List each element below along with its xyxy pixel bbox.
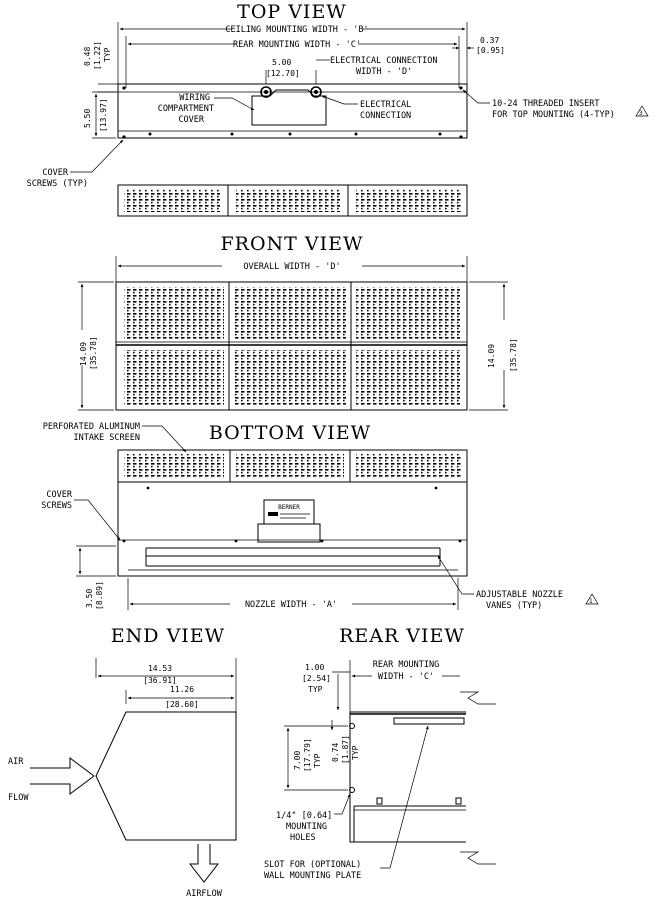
wiring-label-3: COVER — [178, 115, 204, 125]
slot-label-1: SLOT FOR (OPTIONAL) — [264, 860, 361, 870]
rear-dim-100: 1.00 — [305, 663, 324, 672]
rear-width-1: REAR MOUNTING — [373, 660, 440, 670]
perf-label-2: INTAKE SCREEN — [73, 433, 140, 443]
nozzle-bracket — [257, 523, 321, 543]
insert-label-1: 10-24 THREADED INSERT — [492, 99, 599, 109]
rear-dim-187: [1.87] — [341, 735, 350, 764]
front-view-title: FRONT VIEW — [220, 233, 363, 255]
overall-width-label: OVERALL WIDTH - 'D' — [243, 262, 340, 272]
top-view-title: TOP VIEW — [237, 1, 347, 23]
dim-550-mm: [13.97] — [99, 98, 108, 132]
rear-dim-700: 7.00 — [293, 751, 302, 770]
slot-label-2: WALL MOUNTING PLATE — [264, 871, 361, 881]
front-dim-right-mm: [35.78] — [509, 338, 518, 372]
dim-037-mm: [0.95] — [476, 46, 505, 55]
front-view: FRONT VIEW OVERALL WIDTH - 'D' 14.09 [35… — [78, 233, 518, 411]
insert-flag-text: 3 — [639, 110, 643, 117]
rear-dim-typ: TYP — [308, 685, 323, 694]
rear-dim-254: [2.54] — [302, 674, 331, 683]
electrical-knockout-right — [310, 86, 322, 98]
dim-048-mm: [1.22] — [93, 41, 102, 70]
electrical-knockout-left — [260, 86, 272, 98]
top-view-body — [117, 83, 468, 139]
bottom-dim-350: 3.50 — [85, 589, 94, 608]
wiring-label-2: COMPARTMENT — [158, 104, 214, 114]
vanes-flag-text: 1 — [589, 598, 593, 605]
end-view-title: END VIEW — [111, 625, 225, 647]
nozzle-width-label: NOZZLE WIDTH - 'A' — [245, 600, 337, 610]
elec-label-1: ELECTRICAL — [360, 100, 411, 110]
end-dim-3691: [36.91] — [143, 676, 177, 685]
cover-screws-1: COVER — [42, 168, 68, 178]
air-inflow-arrow — [30, 757, 95, 795]
bottom-view-title: BOTTOM VIEW — [209, 422, 371, 444]
rear-view-title: REAR VIEW — [339, 625, 465, 647]
ceiling-width-label: CEILING MOUNTING WIDTH - 'B' — [225, 25, 368, 35]
air-label: AIR — [8, 757, 24, 767]
rear-dim-1779: [17.79] — [303, 738, 312, 772]
dim-048: 0.48 — [83, 47, 92, 66]
end-view-profile — [95, 711, 237, 841]
perf-label-1: PERFORATED ALUMINUM — [43, 422, 140, 432]
revision-flag-3 — [635, 105, 649, 117]
insert-label-2: FOR TOP MOUNTING (4-TYP) — [492, 110, 615, 120]
end-view: END VIEW 14.53 [36.91] 11.26 [28.60] AIR… — [8, 625, 237, 899]
elec-conn-width-2: WIDTH - 'D' — [356, 67, 412, 77]
rear-dim-074: 0.74 — [331, 743, 340, 762]
front-view-body — [115, 281, 468, 411]
revision-flag-1 — [585, 593, 599, 605]
bottom-view-body — [117, 481, 468, 577]
rear-width-2: WIDTH - 'C' — [378, 672, 434, 682]
holes-label-3: HOLES — [290, 833, 316, 843]
airflow-label: AIRFLOW — [186, 889, 223, 899]
dim-037: 0.37 — [480, 36, 499, 45]
dim-500-mm: [12.70] — [266, 69, 300, 78]
wiring-label-1: WIRING — [179, 93, 210, 103]
front-dim-left-mm: [35.78] — [89, 336, 98, 370]
top-view: TOP VIEW CEILING MOUNTING WIDTH - 'B' RE… — [27, 1, 649, 217]
rear-view-body — [349, 711, 466, 843]
top-view-intake-grill — [117, 184, 468, 217]
plate-text-1: BERNER — [278, 504, 300, 511]
bottom-cover-2: SCREWS — [41, 501, 72, 511]
front-dim-left: 14.09 — [79, 342, 88, 366]
elec-label-2: CONNECTION — [360, 111, 411, 121]
rear-view: REAR VIEW REAR MOUNTING WIDTH - 'C' 1.00… — [264, 625, 496, 881]
airflow-down-arrow — [188, 844, 220, 883]
bottom-dim-889: [8.89] — [95, 581, 104, 610]
elec-conn-width-1: ELECTRICAL CONNECTION — [330, 56, 437, 66]
flow-label: FLOW — [8, 793, 29, 803]
end-dim-2860: [28.60] — [165, 700, 199, 709]
bottom-view: BOTTOM VIEW PERFORATED ALUMINUM INTAKE S… — [41, 422, 599, 611]
end-dim-1453: 14.53 — [148, 664, 172, 673]
dim-550: 5.50 — [83, 109, 92, 128]
wall-plate-slot — [393, 717, 465, 725]
rear-dim-700-typ: TYP — [313, 753, 322, 768]
holes-label-1: 1/4" [0.64] — [276, 811, 332, 821]
dim-500: 5.00 — [272, 58, 291, 67]
holes-label-2: MOUNTING — [286, 822, 327, 832]
bottom-cover-1: COVER — [46, 490, 72, 500]
rear-dim-074-typ: TYP — [351, 745, 360, 760]
vanes-label-1: ADJUSTABLE NOZZLE — [476, 590, 563, 600]
rear-width-label: REAR MOUNTING WIDTH - 'C' — [233, 40, 361, 50]
dim-048-typ: TYP — [103, 47, 112, 62]
front-dim-right: 14.09 — [487, 344, 496, 368]
vanes-label-2: VANES (TYP) — [486, 601, 542, 611]
cover-screws-2: SCREWS (TYP) — [27, 179, 88, 189]
end-dim-1126: 11.26 — [170, 685, 194, 694]
